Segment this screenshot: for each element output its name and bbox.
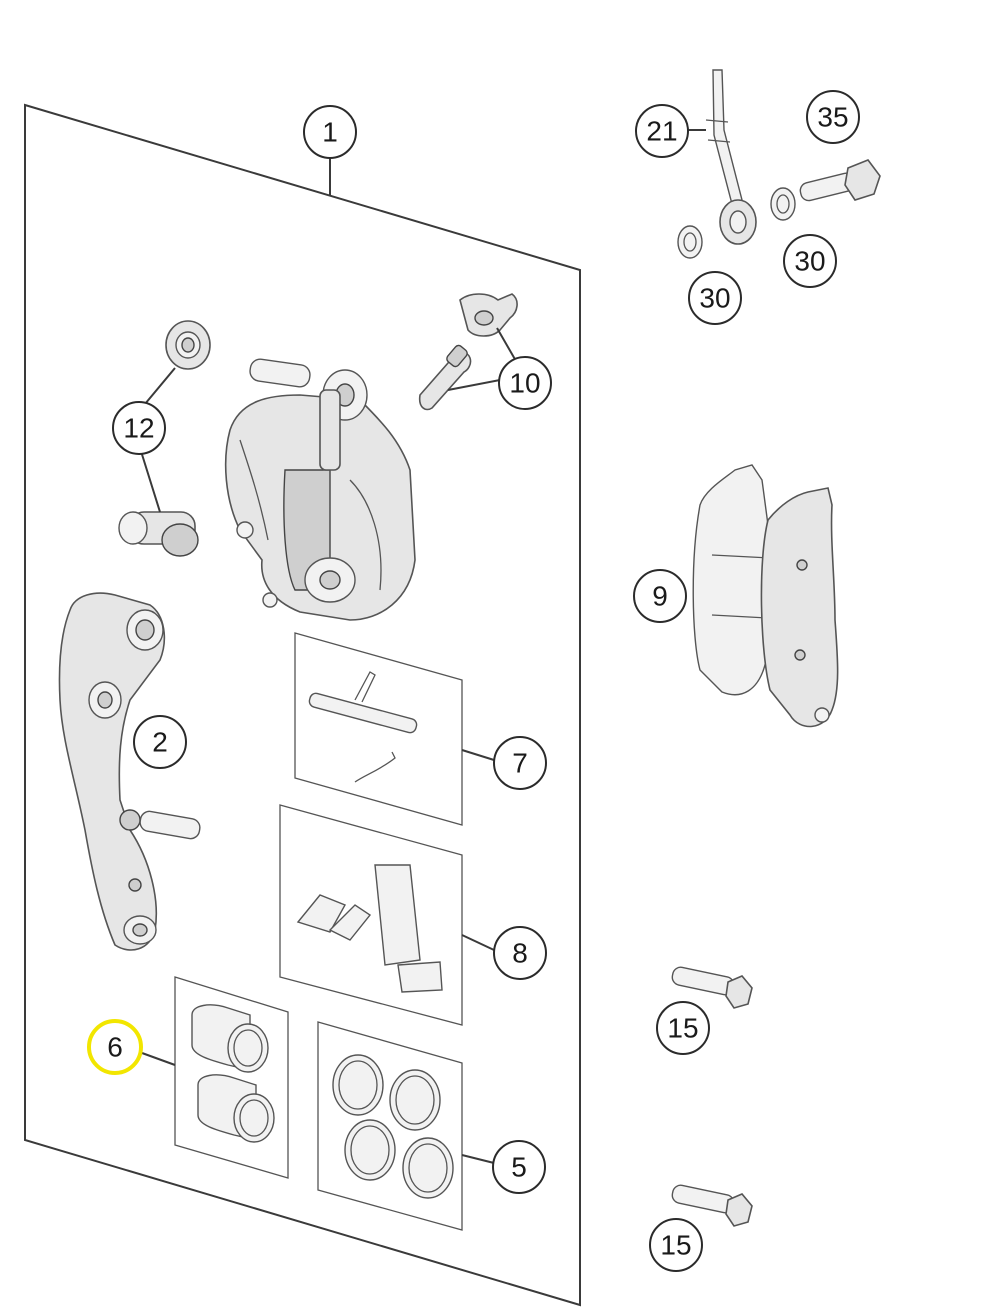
callout-35[interactable]: 35: [806, 90, 860, 144]
callout-label: 30: [794, 246, 825, 277]
callout-12[interactable]: 12: [112, 401, 166, 455]
piston-part: [191, 1004, 275, 1143]
leader-line-8: [461, 934, 495, 951]
bleed-valve-part: [418, 293, 518, 411]
callout-30-left[interactable]: 30: [688, 271, 742, 325]
pin-kit-frame: [294, 632, 463, 826]
callout-7[interactable]: 7: [493, 736, 547, 790]
callout-label: 5: [511, 1152, 527, 1183]
piston-kit-frame: [174, 976, 289, 1179]
seal-kit-part: [332, 1054, 454, 1199]
callout-label: 10: [509, 368, 540, 399]
callout-label: 15: [660, 1230, 691, 1261]
callout-6[interactable]: 6: [87, 1019, 143, 1075]
callout-label: 7: [512, 748, 528, 779]
spring-kit-part: [296, 864, 443, 993]
callout-8[interactable]: 8: [493, 926, 547, 980]
caliper-bracket-part: [58, 592, 201, 951]
callout-21[interactable]: 21: [635, 104, 689, 158]
callout-5[interactable]: 5: [492, 1140, 546, 1194]
callout-label: 2: [152, 727, 168, 758]
callout-label: 35: [817, 102, 848, 133]
brake-pad-part-rear: [760, 487, 839, 728]
callout-label: 30: [699, 283, 730, 314]
callout-2[interactable]: 2: [133, 715, 187, 769]
callout-label: 21: [646, 116, 677, 147]
callout-15-lower[interactable]: 15: [649, 1218, 703, 1272]
mounting-bolt-part-lower: [671, 1184, 753, 1227]
leader-line-5: [461, 1154, 495, 1164]
caliper-body-part: [224, 358, 416, 621]
assembly-frame: [24, 103, 581, 1307]
brake-hose-part: [705, 69, 757, 245]
callout-1[interactable]: 1: [303, 105, 357, 159]
washer-part-left: [677, 225, 703, 259]
spring-kit-frame: [279, 804, 463, 1026]
leader-line-6: [141, 1052, 176, 1066]
leader-line-7: [461, 749, 495, 761]
bolt-part-lower: [118, 511, 199, 557]
seal-kit-frame: [317, 1021, 463, 1231]
callout-10[interactable]: 10: [498, 356, 552, 410]
callout-15-upper[interactable]: 15: [656, 1001, 710, 1055]
mounting-bolt-part-upper: [671, 966, 753, 1009]
callout-label: 6: [107, 1032, 123, 1063]
callout-label: 15: [667, 1013, 698, 1044]
callout-label: 9: [652, 581, 668, 612]
callout-label: 12: [123, 413, 154, 444]
callout-label: 1: [322, 117, 338, 148]
callout-label: 8: [512, 938, 528, 969]
callout-9[interactable]: 9: [633, 569, 687, 623]
callout-30-right[interactable]: 30: [783, 234, 837, 288]
pin-kit-part: [308, 671, 418, 783]
banjo-bolt-part: [799, 159, 881, 202]
washer-part-right: [770, 187, 796, 221]
bolt-part-upper: [165, 320, 211, 370]
